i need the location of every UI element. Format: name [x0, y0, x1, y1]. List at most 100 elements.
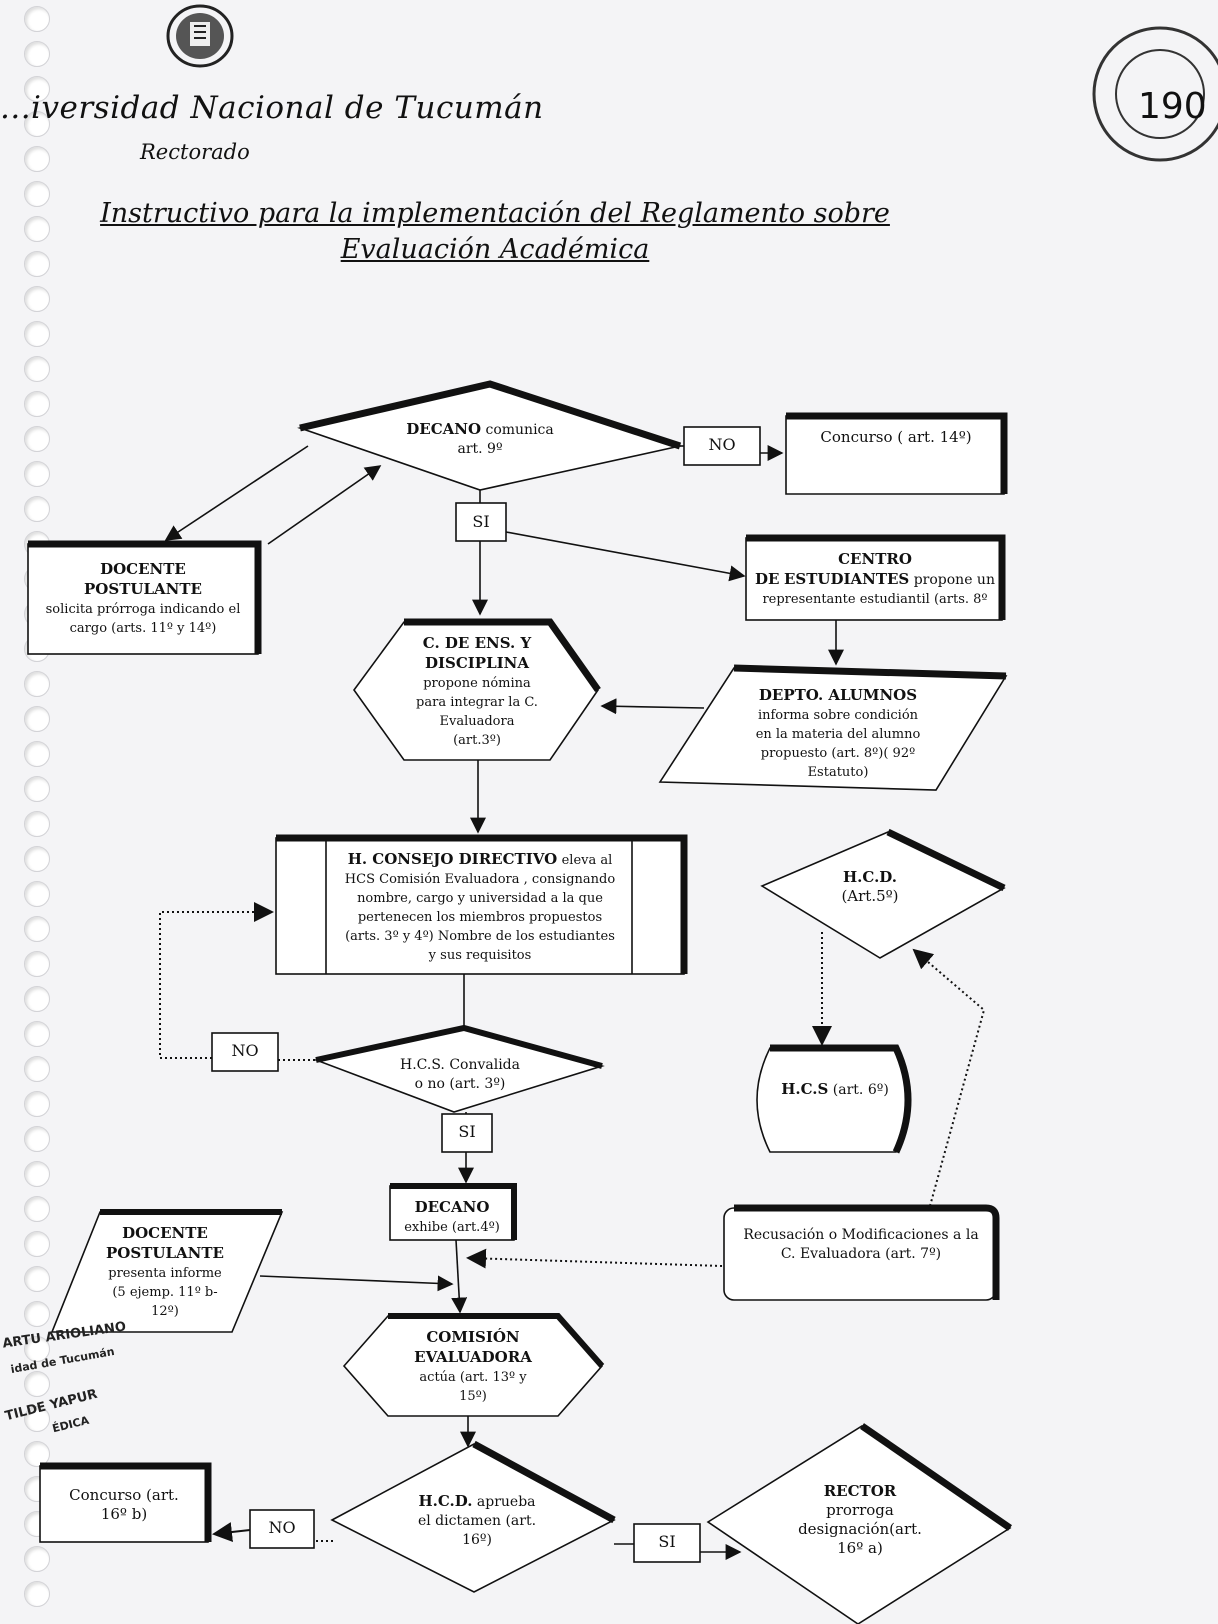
hcd-aprueba-text3: 16º)	[462, 1532, 492, 1548]
binder-hole	[24, 951, 50, 977]
c-ens-text4: (art.3º)	[453, 733, 501, 748]
binder-hole	[24, 1336, 50, 1362]
recusacion-text1: Recusación o Modificaciones a la	[743, 1227, 979, 1243]
hcs-art6-label: H.C.S (art. 6º)	[760, 1080, 910, 1100]
binder-hole	[24, 671, 50, 697]
hcd-box-text5: y sus requisitos	[428, 948, 532, 963]
si-box-3	[633, 1523, 701, 1563]
decano-comunica-text1: comunica	[485, 422, 554, 438]
binder-hole	[24, 356, 50, 382]
concurso-16b-text2: 16º b)	[100, 1505, 148, 1523]
hcd-consejo-label: H. CONSEJO DIRECTIVO eleva al HCS Comisi…	[330, 850, 630, 965]
comision-evaluadora-label: COMISIÓN EVALUADORA actúa (art. 13º y 15…	[388, 1328, 558, 1406]
binder-hole	[24, 1371, 50, 1397]
hcd-box-text0: eleva al	[561, 853, 613, 868]
concurso-16b-box	[39, 1465, 209, 1543]
rector-text2: designación(art.	[798, 1520, 922, 1538]
c-ens-text1: propone nómina	[423, 676, 531, 691]
decano-exhibe-box	[389, 1185, 515, 1241]
office-name: Rectorado	[140, 140, 250, 164]
binder-hole	[24, 776, 50, 802]
hcd-box-text1: HCS Comisión Evaluadora , consignando	[344, 872, 616, 887]
decano-comunica-text2: art. 9º	[457, 441, 503, 457]
decano-exhibe-label: DECANO exhibe (art.4º)	[390, 1198, 514, 1237]
hcs-art6-text: (art. 6º)	[832, 1082, 889, 1098]
binder-hole	[24, 41, 50, 67]
stamp-number: 190	[1138, 86, 1207, 127]
binder-hole	[24, 286, 50, 312]
c-ens-text3: Evaluadora	[439, 714, 515, 729]
binder-hole	[24, 146, 50, 172]
binder-hole	[24, 1196, 50, 1222]
rector-text3: 16º a)	[837, 1539, 883, 1557]
binder-hole	[24, 1266, 50, 1292]
concurso-16b-label: Concurso (art. 16º b)	[44, 1486, 204, 1524]
hcd-consejo-box	[275, 837, 685, 975]
hcd-box-title: H. CONSEJO DIRECTIVO	[347, 850, 558, 868]
binder-hole	[24, 426, 50, 452]
binder-hole	[24, 706, 50, 732]
docente-postulante-2-label: DOCENTE POSTULANTE presenta informe (5 e…	[80, 1224, 250, 1321]
hcd-box-text2: nombre, cargo y universidad a la que	[357, 891, 603, 906]
binder-hole	[24, 1581, 50, 1607]
binder-hole	[24, 461, 50, 487]
binder-hole	[24, 916, 50, 942]
university-name: ...iversidad Nacional de Tucumán	[0, 90, 544, 126]
docente-postulante-2-title1: DOCENTE	[122, 1224, 208, 1242]
hcs-convalida-text2: o no (art. 3º)	[414, 1076, 506, 1092]
hcd-box-text3: pertenecen los miembros propuestos	[357, 910, 603, 925]
si-box-2	[441, 1113, 493, 1153]
hcd-aprueba-label: H.C.D. aprueba el dictamen (art. 16º)	[392, 1492, 562, 1550]
rector-title: RECTOR	[823, 1482, 897, 1500]
docente-postulante-1-title2: POSTULANTE	[84, 580, 202, 598]
binder-hole	[24, 1126, 50, 1152]
binder-hole	[24, 1406, 50, 1432]
depto-title: DEPTO. ALUMNOS	[758, 686, 918, 704]
binder-hole	[24, 1231, 50, 1257]
docente-postulante-2-title2: POSTULANTE	[106, 1244, 224, 1262]
si-label-3: SI	[658, 1532, 676, 1551]
docente-postulante-1-text2: cargo (arts. 11º y 14º)	[69, 621, 217, 636]
depto-text3: propuesto (art. 8º)( 92º	[760, 746, 916, 761]
centro-title2: DE	[755, 570, 780, 588]
depto-alumnos-label: DEPTO. ALUMNOS informa sobre condición e…	[728, 686, 948, 782]
comision-title1: COMISIÓN	[426, 1328, 520, 1346]
no-box-1	[683, 426, 761, 466]
centro-estudiantes-label: CENTRO DE ESTUDIANTES propone un represe…	[750, 550, 1000, 609]
binder-hole	[24, 1021, 50, 1047]
hcd-aprueba-title: H.C.D.	[418, 1492, 473, 1510]
docente-postulante-2-text2: (5 ejemp. 11º b-	[112, 1285, 218, 1300]
hcs-art6-box	[756, 1047, 909, 1153]
no-label-1: NO	[708, 435, 736, 454]
page-title: Instructivo para la implementación del R…	[100, 196, 890, 268]
c-ens-disciplina-label: C. DE ENS. Y DISCIPLINA propone nómina p…	[400, 634, 554, 750]
centro-text1: propone un	[913, 572, 995, 588]
docente-postulante-2-text1: presenta informe	[108, 1266, 222, 1281]
hcd-box-text4: (arts. 3º y 4º) Nombre de los estudiante…	[345, 929, 615, 944]
comision-text2: 15º)	[459, 1389, 487, 1404]
binder-hole	[24, 986, 50, 1012]
docente-postulante-1-box	[27, 543, 259, 655]
binder-hole	[24, 391, 50, 417]
binder-hole	[24, 1056, 50, 1082]
binder-hole	[24, 321, 50, 347]
decano-comunica-title: DECANO	[406, 420, 482, 438]
comision-text1: actúa (art. 13º y	[419, 1370, 527, 1385]
faculty-stamp: 190	[1092, 26, 1218, 162]
concurso-16b-text1: Concurso (art.	[69, 1486, 179, 1504]
depto-text4: Estatuto)	[807, 765, 869, 780]
title-line-2: Evaluación Académica	[340, 234, 650, 265]
c-ens-title2: DISCIPLINA	[424, 654, 529, 672]
decano-exhibe-text: exhibe (art.4º)	[404, 1220, 500, 1235]
binder-hole	[24, 811, 50, 837]
no-label-3: NO	[268, 1518, 296, 1537]
si-box-1	[455, 502, 507, 542]
comision-title2: EVALUADORA	[414, 1348, 532, 1366]
binder-hole	[24, 846, 50, 872]
docente-postulante-1-text1: solicita prórroga indicando el	[45, 602, 241, 617]
hcd-aprueba-text1: aprueba	[476, 1494, 536, 1510]
hcd-art5-label: H.C.D. (Art.5º)	[810, 868, 930, 906]
recusacion-text2: C. Evaluadora (art. 7º)	[780, 1246, 942, 1262]
no-label-2: NO	[231, 1041, 259, 1060]
